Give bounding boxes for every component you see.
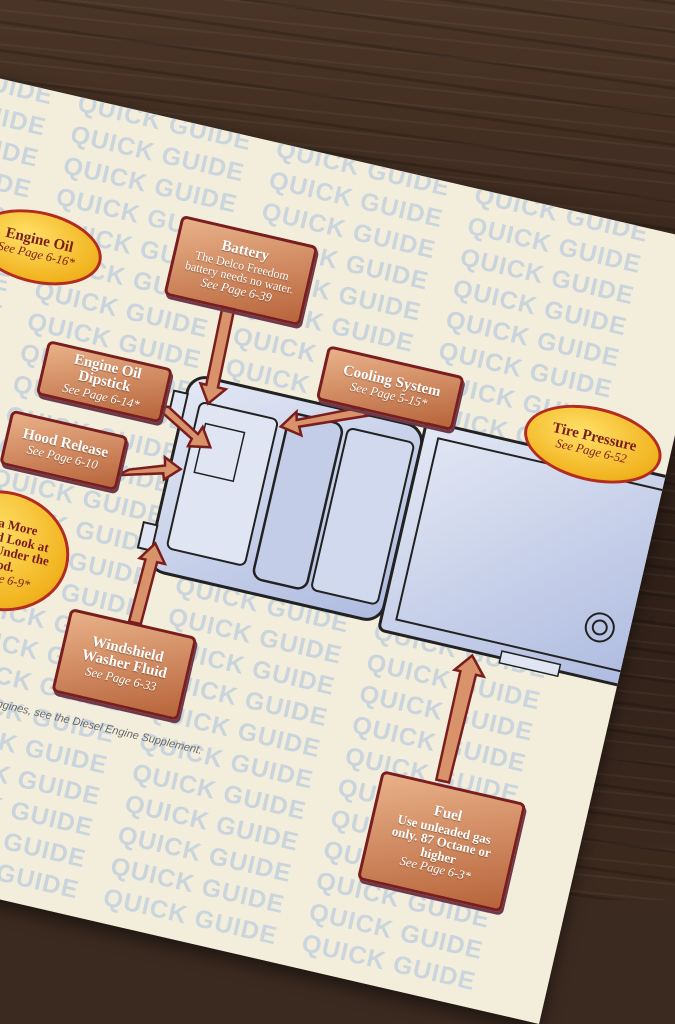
- pickup-truck: [136, 376, 675, 689]
- arrow-washer: [127, 541, 168, 626]
- arrow-battery: [198, 295, 238, 406]
- truck-illustration: [117, 295, 675, 785]
- manual-page: QUICK GUIDEQUICK GUIDEQUICK GUIDEQUICK G…: [0, 60, 675, 1024]
- arrow-hood: [117, 454, 183, 482]
- arrow-cooling: [278, 406, 371, 438]
- arrow-fuel: [434, 653, 487, 785]
- callout-title: For a More Detailed Look at What's Under…: [0, 510, 51, 576]
- arrow-dipstick: [152, 405, 213, 449]
